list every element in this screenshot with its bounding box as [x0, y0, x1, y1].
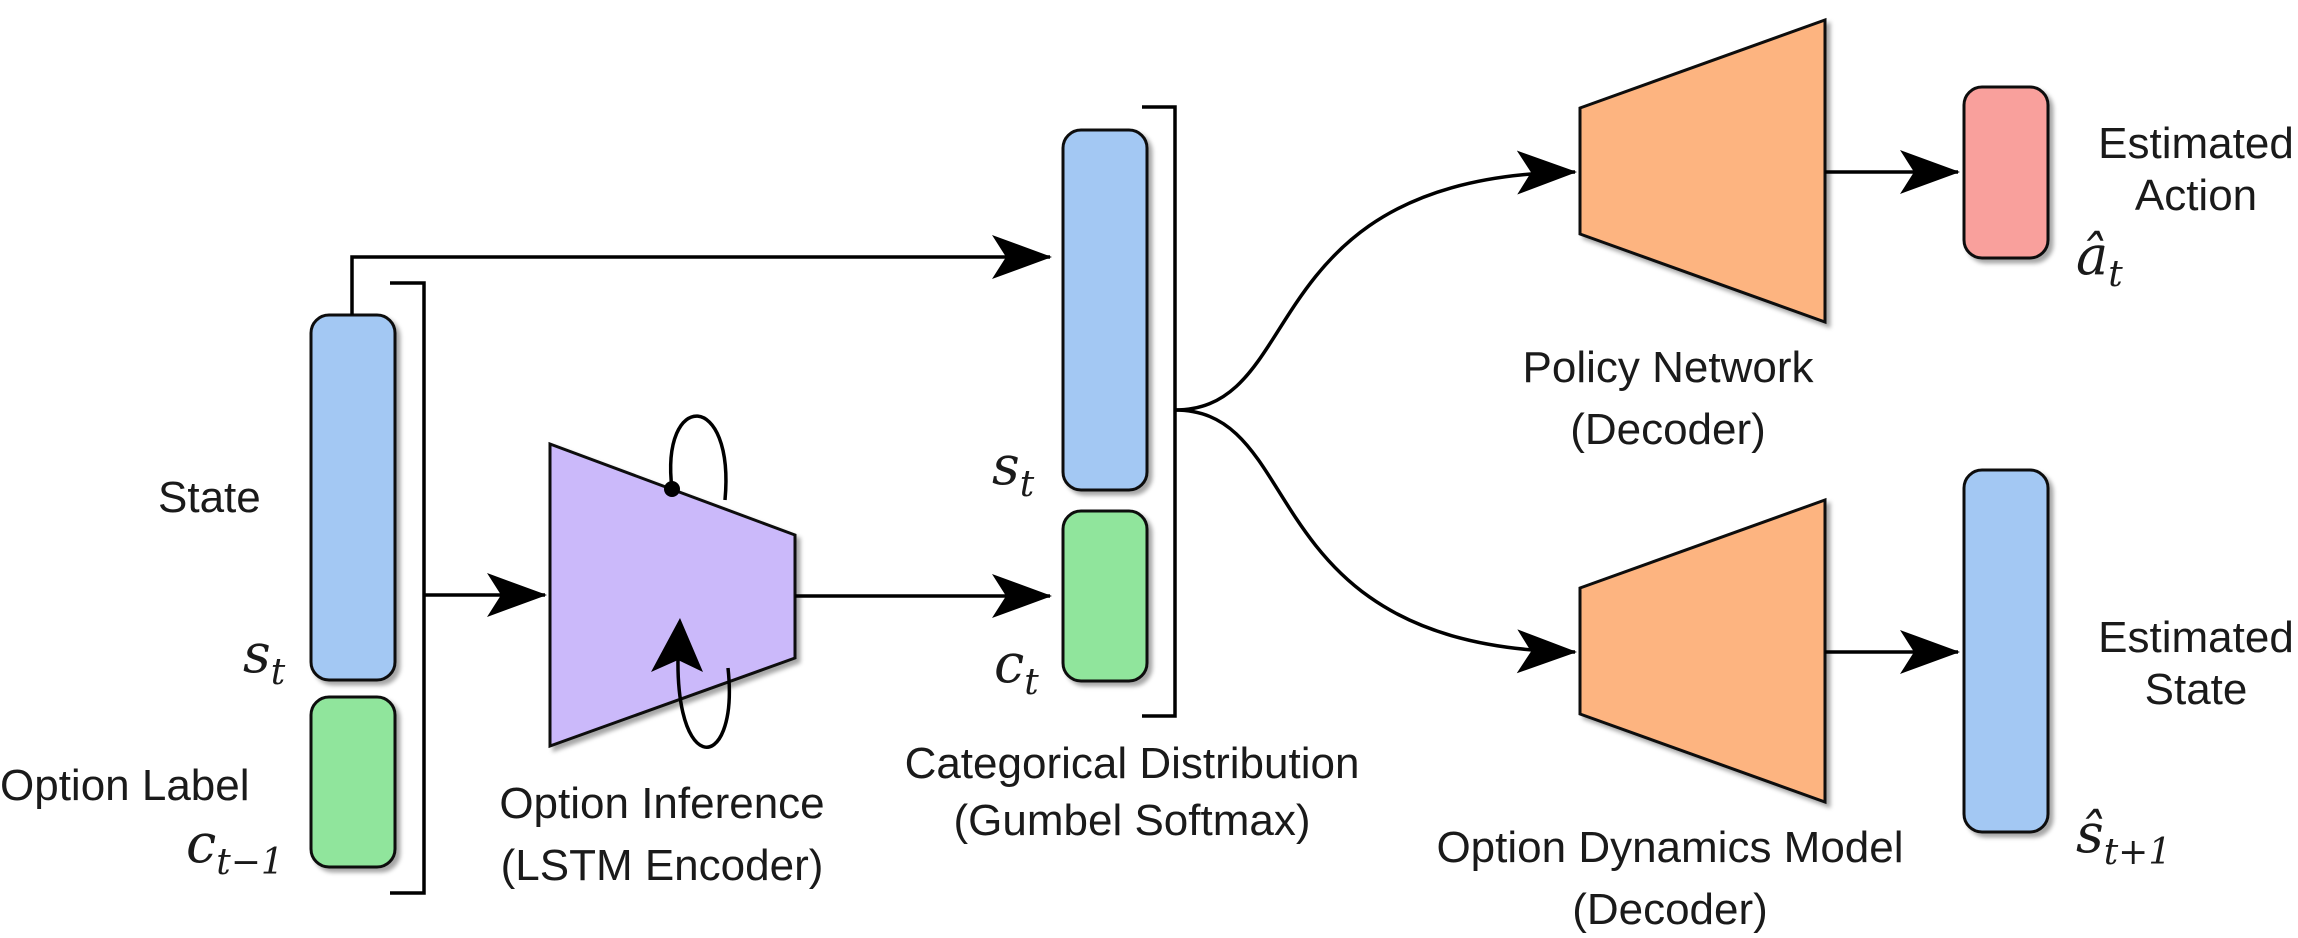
option-label-text: Option Label — [0, 761, 250, 810]
gumbel-softmax-label: (Gumbel Softmax) — [954, 796, 1311, 845]
s-hat-math: ŝt+1 — [2076, 802, 2171, 873]
policy-decoder-label: (Decoder) — [1570, 405, 1766, 454]
option-inference-label: Option Inference — [499, 779, 824, 828]
s-t-input-math: st — [243, 622, 286, 693]
policy-network-label: Policy Network — [1523, 343, 1815, 392]
encoder-top-loop — [669, 414, 728, 501]
input-bracket — [390, 281, 426, 895]
lstm-encoder-trapezoid — [548, 441, 797, 749]
encoder-loop-dot — [664, 481, 680, 497]
dynamics-decoder-trapezoid — [1578, 497, 1827, 805]
lstm-encoder-label: (LSTM Encoder) — [501, 841, 824, 890]
latent-to-dynamics-curve — [1174, 408, 1577, 674]
latent-to-policy-curve — [1174, 150, 1577, 412]
s-t-latent-math: st — [992, 434, 1035, 505]
state-skip-connection — [350, 235, 1052, 315]
state-label: State — [158, 473, 261, 522]
latent-state-vector — [1061, 128, 1149, 492]
c-t-latent-math: ct — [994, 632, 1039, 703]
latent-option-vector — [1061, 509, 1149, 683]
option-dynamics-label: Option Dynamics Model — [1436, 823, 1903, 872]
input-state-vector — [309, 313, 397, 682]
estimated-state-vector — [1962, 468, 2050, 834]
estimated-action-label-1: Estimated — [2098, 119, 2294, 168]
estimated-state-label-2: State — [2145, 665, 2248, 714]
encoder-bottom-loop — [676, 623, 731, 749]
c-prev-math: ct−1 — [186, 812, 284, 883]
estimated-action-vector — [1962, 85, 2050, 260]
estimated-state-label-1: Estimated — [2098, 613, 2294, 662]
policy-decoder-trapezoid — [1578, 17, 1827, 325]
dynamics-decoder-label: (Decoder) — [1572, 885, 1768, 934]
input-option-vector — [309, 695, 397, 869]
encoder-up-arrowhead — [651, 618, 703, 672]
categorical-distribution-label: Categorical Distribution — [905, 739, 1360, 788]
estimated-action-label-2: Action — [2135, 171, 2257, 220]
a-hat-math: ât — [2076, 224, 2123, 295]
